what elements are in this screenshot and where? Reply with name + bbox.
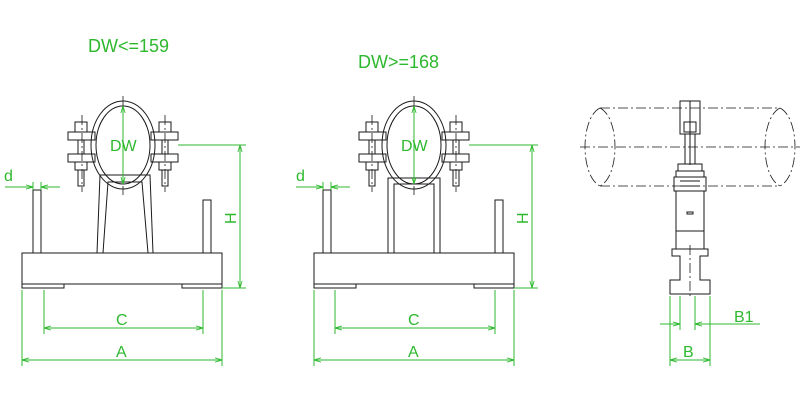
clamp-ear-left-bottom <box>358 153 387 163</box>
bolt-shank-left <box>77 139 85 155</box>
base-foot-side <box>669 248 711 295</box>
base-foot-left <box>313 283 357 289</box>
d-label-small: d <box>4 168 13 185</box>
h-label-large: H <box>515 212 532 224</box>
support-top-block <box>673 176 707 192</box>
view-side: B1 B <box>580 100 800 366</box>
anchor-stud-left <box>32 189 42 254</box>
clamp-ear-right-bottom <box>150 153 179 163</box>
dw-label-large: DW <box>401 138 429 155</box>
nut-left <box>74 161 88 171</box>
washer-side <box>675 170 705 178</box>
clamp-ear-left-bottom <box>67 153 96 163</box>
dw-label-small: DW <box>110 138 138 155</box>
anchor-stud-right <box>494 199 504 254</box>
base-plate <box>21 252 223 285</box>
pipe-left-end-back <box>599 107 616 187</box>
base-foot-left <box>21 283 65 289</box>
bolt-head-left <box>74 121 88 133</box>
a-label-small: A <box>116 344 127 361</box>
view-dw-small: DW<=159 DW <box>4 36 246 366</box>
anchor-stud-right <box>202 199 212 254</box>
pipe-right-end-back <box>779 107 796 187</box>
base-foot-right <box>473 283 515 289</box>
a-label-large: A <box>408 344 419 361</box>
bolt-end-left <box>77 169 85 187</box>
anchor-stud-left <box>322 189 332 254</box>
view-title-large: DW>=168 <box>358 52 439 72</box>
c-label-large: C <box>408 312 420 329</box>
support-body-side <box>675 190 705 250</box>
clamp-ear-right-bottom <box>441 153 470 163</box>
d-label-large: d <box>296 168 305 185</box>
nut-side-1 <box>677 163 703 172</box>
b1-label: B1 <box>734 309 754 326</box>
view-dw-large: DW>=168 DW <box>296 52 538 366</box>
base-foot-right <box>181 283 223 289</box>
view-title-small: DW<=159 <box>88 36 169 56</box>
center-mark <box>686 211 694 215</box>
b-label: B <box>683 344 694 361</box>
h-label-small: H <box>223 212 240 224</box>
base-plate <box>313 252 515 285</box>
support-stand <box>102 181 149 254</box>
c-label-small: C <box>116 312 128 329</box>
